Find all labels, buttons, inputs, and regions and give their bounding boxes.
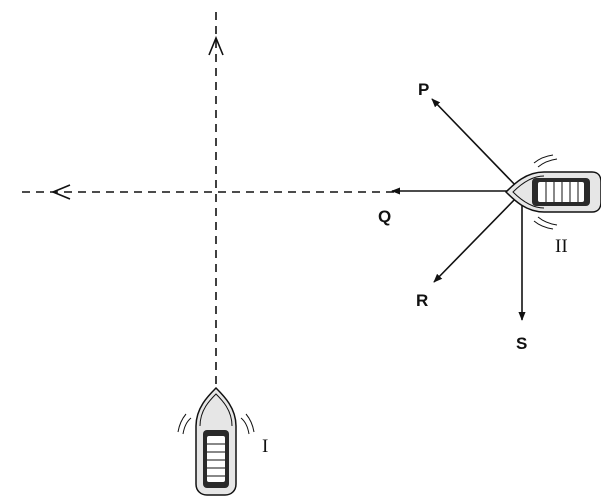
boat-one-icon	[177, 386, 255, 496]
label-p: P	[418, 80, 429, 99]
label-q: Q	[378, 207, 391, 226]
west-open-arrowhead	[50, 184, 71, 200]
dashed-west-path	[22, 184, 395, 200]
label-boat-two: II	[555, 236, 568, 257]
dashed-north-path	[208, 12, 224, 385]
label-s: S	[516, 334, 527, 353]
label-r: R	[416, 291, 428, 310]
label-boat-one: I	[262, 436, 268, 457]
arrow-p	[431, 98, 519, 189]
north-open-arrowhead	[208, 35, 224, 56]
arrow-r	[433, 195, 519, 283]
boat-two-icon	[504, 154, 601, 230]
